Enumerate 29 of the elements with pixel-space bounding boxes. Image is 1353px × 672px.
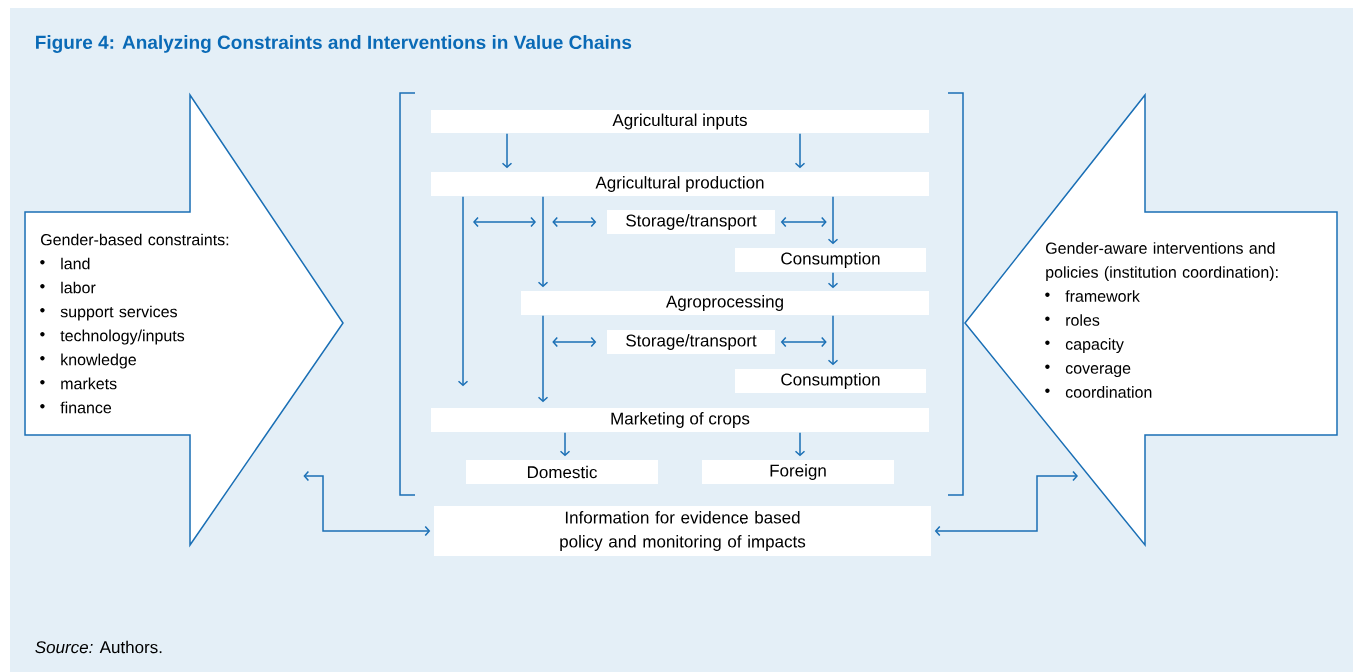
double-arrow — [780, 216, 827, 228]
double-arrow — [552, 336, 597, 348]
process-box: Marketing of crops — [431, 408, 929, 432]
arrow — [559, 432, 571, 457]
arrow — [794, 133, 806, 169]
figure-title: Figure 4: Analyzing Constraints and Interventions in Value Chains — [36, 35, 632, 53]
process-box: Agricultural production — [431, 172, 929, 196]
arrow — [827, 272, 839, 289]
process-box: Consumption — [735, 248, 926, 272]
arrow — [457, 196, 469, 387]
arrow — [537, 196, 549, 288]
arrow — [827, 196, 839, 245]
process-box: Agricultural inputs — [431, 110, 929, 133]
double-arrow — [552, 216, 597, 228]
process-box: Information for evidence based policy and monitoring of impacts — [434, 506, 931, 556]
process-box: Storage/transport — [607, 330, 775, 354]
process-box: Storage/transport — [607, 210, 775, 234]
arrow — [794, 432, 806, 457]
process-box: Agroprocessing — [521, 291, 929, 315]
process-box: Consumption — [735, 369, 926, 393]
process-box: Domestic — [466, 460, 658, 484]
double-arrow — [303, 470, 431, 537]
double-arrow — [780, 336, 827, 348]
double-arrow — [934, 470, 1078, 537]
process-box: Foreign — [702, 460, 894, 484]
arrow — [827, 315, 839, 366]
source-note: Source: Authors. — [35, 640, 162, 654]
arrow — [537, 315, 549, 403]
arrow — [501, 133, 513, 169]
